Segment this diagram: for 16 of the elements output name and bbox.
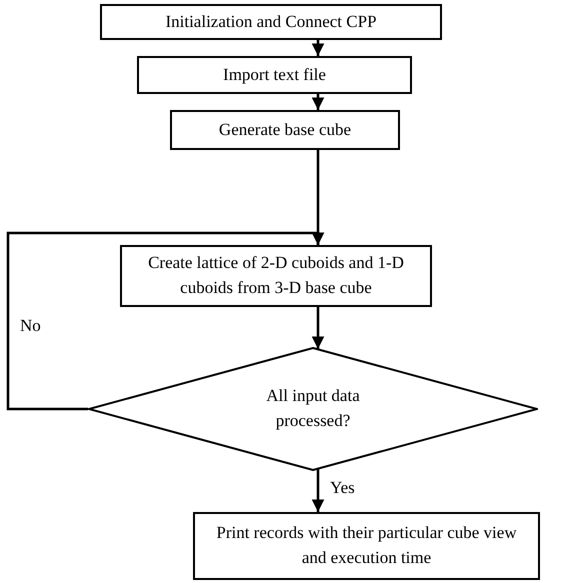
- arrow: [312, 307, 324, 349]
- process-box: [193, 512, 540, 580]
- node-text: Initialization and Connect CPP: [165, 12, 377, 31]
- arrow: [6, 232, 324, 410]
- node-text: Create lattice of 2-D cuboids and 1-D cuboids from 3-D base cube: [148, 253, 404, 297]
- node-text: Import text file: [223, 64, 326, 84]
- arrow: [312, 94, 324, 110]
- process-box: [100, 4, 442, 40]
- arrow: [312, 40, 324, 56]
- arrow: [312, 469, 324, 512]
- node-text: Generate base cube: [218, 120, 352, 139]
- process-box: [137, 56, 412, 94]
- node-text: Print records with their particular cube view and execution time: [216, 523, 517, 567]
- node-text: All input data processed?: [266, 386, 360, 430]
- process-box: [170, 110, 400, 150]
- process-box: [120, 245, 432, 307]
